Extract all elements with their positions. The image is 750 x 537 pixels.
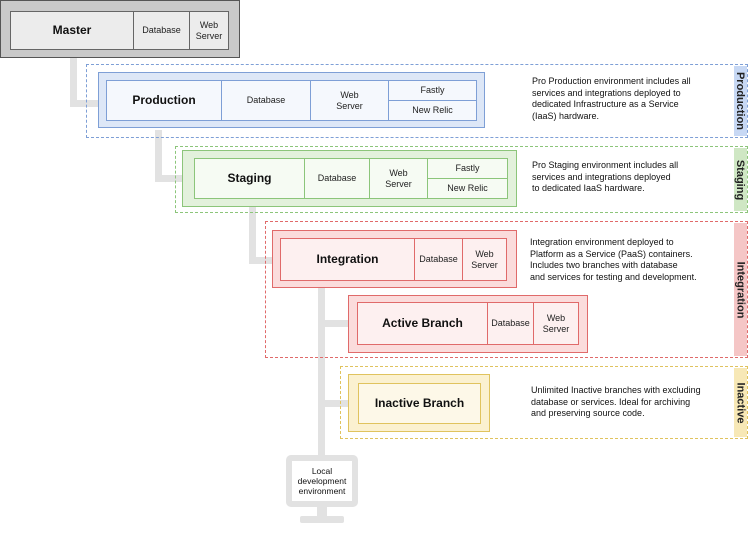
staging-description-line: Pro Staging environment includes all — [532, 160, 679, 170]
staging-group-frame — [175, 146, 748, 213]
staging-new-relic: New Relic — [447, 183, 488, 193]
production-description-line: dedicated Infrastructure as a Service — [532, 99, 679, 109]
connector-to-inactive-branch-h — [318, 400, 350, 407]
monitor-base — [300, 516, 344, 523]
staging-fastly: Fastly — [428, 159, 507, 179]
active-branch-web-server: Web Server — [542, 312, 570, 334]
production-description-line: (IaaS) hardware. — [532, 110, 600, 121]
connector-integration-local-v — [318, 284, 325, 456]
staging-name: Staging — [195, 159, 305, 198]
staging-database: Database — [305, 159, 370, 198]
connector-master-production-v — [70, 57, 77, 107]
production-description-line: services and integrations deployed to — [532, 87, 681, 98]
production-database: Database — [222, 81, 311, 120]
integration-name: Integration — [281, 239, 415, 280]
integration-database: Database — [415, 239, 463, 280]
master-web-server: Web Server — [195, 19, 223, 41]
production-web-server: Web Server — [311, 81, 389, 120]
inactive-description-line: Unlimited Inactive branches with excludi… — [531, 385, 701, 395]
inactive-tab-label: Inactive — [734, 382, 747, 423]
integration-description-line: Includes two branches with database — [530, 260, 678, 270]
inactive-branch-name: Inactive Branch — [374, 396, 465, 410]
master-name: Master — [11, 12, 134, 49]
monitor-icon: Local development environment — [286, 455, 358, 525]
integration-description-line: and services for testing and development… — [530, 271, 697, 282]
staging-description-line: services and integrations deployed — [532, 171, 671, 182]
master-row: Master Database Web Server — [10, 11, 229, 50]
production-description: Pro Production environment includes all … — [532, 76, 728, 122]
staging-tab-label: Staging — [734, 159, 747, 200]
active-branch-row: Active Branch Database Web Server — [357, 302, 579, 345]
production-description-line: Pro Production environment includes all — [532, 76, 691, 86]
integration-tab: Integration — [734, 223, 747, 356]
monitor-screen: Local development environment — [286, 455, 358, 507]
staging-web-server: Web Server — [370, 159, 428, 198]
production-row: Production Database Web Server Fastly Ne… — [106, 80, 477, 121]
inactive-description-line: and preserving source code. — [531, 408, 645, 418]
connector-staging-integration-v — [249, 206, 256, 264]
master-database: Database — [134, 12, 190, 49]
production-fastly: Fastly — [389, 81, 476, 101]
production-group-frame — [86, 64, 748, 138]
production-name: Production — [107, 81, 222, 120]
inactive-branch-row: Inactive Branch — [358, 383, 481, 424]
inactive-group-frame — [340, 366, 748, 439]
inactive-description: Unlimited Inactive branches with excludi… — [531, 385, 727, 420]
local-label: Local development environment — [297, 466, 347, 496]
connector-to-active-branch-h — [318, 320, 358, 327]
staging-description: Pro Staging environment includes all ser… — [532, 160, 722, 195]
production-tab: Production — [734, 66, 747, 136]
production-tab-label: Production — [734, 71, 747, 131]
staging-services: Fastly New Relic — [428, 159, 507, 198]
integration-description-line: Integration environment deployed to — [530, 237, 674, 247]
integration-description: Integration environment deployed to Plat… — [530, 237, 730, 283]
active-branch-database: Database — [488, 303, 534, 344]
staging-row: Staging Database Web Server Fastly New R… — [194, 158, 508, 199]
active-branch-name: Active Branch — [358, 303, 488, 344]
connector-master-production-h — [70, 100, 108, 107]
integration-description-line: Platform as a Service (PaaS) containers. — [530, 248, 693, 259]
connector-production-staging-v — [155, 130, 162, 182]
integration-web-server: Web Server — [471, 248, 498, 270]
monitor-neck — [317, 507, 327, 517]
inactive-tab: Inactive — [734, 368, 747, 437]
production-new-relic: New Relic — [412, 105, 453, 115]
production-services: Fastly New Relic — [389, 81, 476, 120]
staging-description-line: to dedicated IaaS hardware. — [532, 183, 645, 193]
inactive-description-line: database or services. Ideal for archivin… — [531, 396, 691, 407]
staging-tab: Staging — [734, 148, 747, 211]
integration-group-frame — [265, 221, 748, 358]
integration-row: Integration Database Web Server — [280, 238, 507, 281]
integration-tab-label: Integration — [734, 261, 747, 318]
